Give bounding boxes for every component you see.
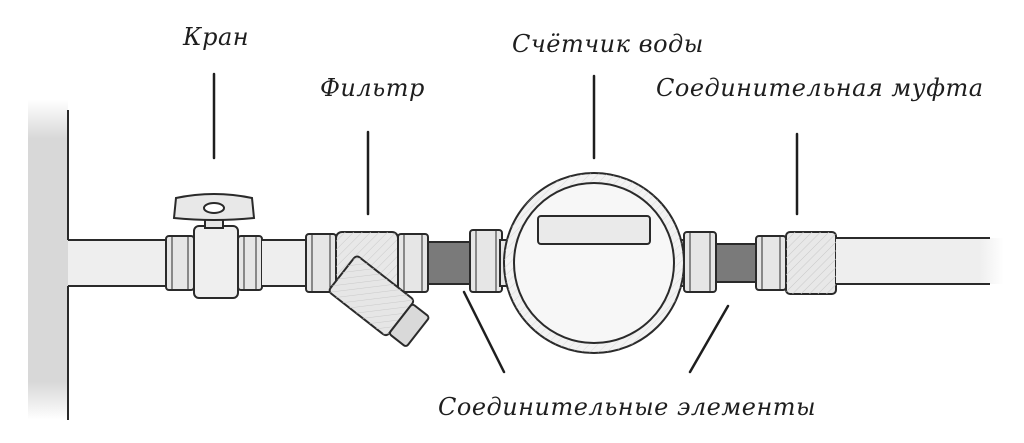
leader-line-connector-right xyxy=(688,304,730,374)
leader-lines xyxy=(212,72,799,374)
label-valve: Кран xyxy=(183,23,250,51)
water-meter xyxy=(499,172,687,354)
label-connectors: Соединительные элементы xyxy=(438,393,817,421)
pipe-segment-valve-filter xyxy=(262,239,308,287)
coupling-sleeve xyxy=(755,231,837,295)
pipe-segment-right xyxy=(836,237,1004,285)
connector-element-left xyxy=(427,229,503,293)
wall-riser-pipe xyxy=(28,100,69,420)
label-water-meter: Счётчик воды xyxy=(512,30,704,58)
pipe-segment-left xyxy=(68,239,168,287)
y-strainer-filter xyxy=(305,231,430,347)
connector-element-right xyxy=(683,231,759,293)
label-filter: Фильтр xyxy=(320,74,425,102)
label-coupling: Соединительная муфта xyxy=(656,74,984,102)
leader-line-connector-left xyxy=(462,290,506,374)
ball-valve xyxy=(165,193,263,299)
